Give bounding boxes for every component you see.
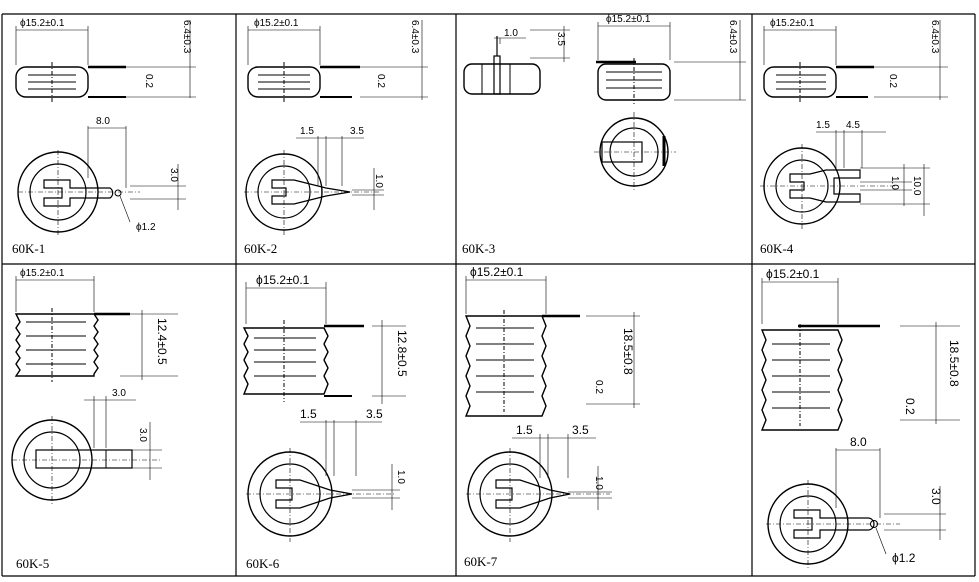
- height-label: 18.5±0.8: [947, 340, 961, 387]
- panel-60k-2: ϕ15.2±0.1 6.4±0.3 0.2 1.5 3.5 1.0 60K-2: [244, 18, 428, 256]
- diameter-label: ϕ15.2±0.1: [766, 267, 820, 281]
- grid-lines: [1, 13, 976, 577]
- cell-side-view: [242, 327, 329, 395]
- height-label: 12.8±0.5: [395, 330, 409, 377]
- diameter-label: ϕ15.2±0.1: [770, 18, 815, 29]
- height-label: 18.5±0.8: [621, 328, 635, 375]
- cell-side-view: [763, 66, 837, 98]
- offset-label: 0.2: [375, 74, 386, 88]
- model-label: 60K-6: [246, 556, 280, 571]
- diameter-label: ϕ15.2±0.1: [20, 18, 65, 29]
- lead-side-view: [463, 63, 541, 95]
- model-label: 60K-7: [464, 554, 498, 569]
- diameter-label: ϕ15.2±0.1: [254, 18, 299, 29]
- pin-width-label: 3.0: [929, 488, 943, 505]
- pin-width-label: 1.0: [395, 470, 406, 484]
- pin-width-label: 1.0: [373, 174, 384, 188]
- panel-60k-4: ϕ15.2±0.1 6.4±0.3 0.2 1.5 4.5 1.0 10.0 6…: [760, 18, 948, 256]
- pin-a-label: 1.5: [516, 423, 533, 437]
- diameter-label: ϕ15.2±0.1: [256, 273, 310, 287]
- lead-height-label: 3.5: [555, 32, 566, 46]
- diameter-label: ϕ15.2±0.1: [470, 265, 524, 279]
- cell-side-view: [760, 329, 843, 431]
- pin-span-label: 10.0: [911, 176, 922, 196]
- cell-side-view: [14, 313, 99, 377]
- hole-label: ϕ1.2: [892, 551, 916, 565]
- diameter-label: ϕ15.2±0.1: [20, 268, 65, 279]
- hole-label: ϕ1.2: [136, 222, 156, 233]
- cell-side-view: [464, 315, 547, 417]
- pin-b-label: 4.5: [846, 120, 860, 131]
- panel-8: ϕ15.2±0.1 18.5±0.8 0.2 8.0 3.0 ϕ1.2: [760, 267, 961, 570]
- diameter-label: ϕ15.2±0.1: [606, 14, 651, 25]
- panel-60k-3: 1.0 3.5 ϕ15.2±0.1 6.4±0.3 60K-3: [462, 14, 746, 256]
- model-label: 60K-5: [16, 556, 49, 571]
- height-label: 6.4±0.3: [181, 20, 192, 54]
- pin-b-label: 3.5: [350, 126, 364, 137]
- pin-a-label: 1.5: [300, 407, 317, 421]
- pin-width-label: 3.0: [168, 168, 179, 182]
- pin-a-label: 1.5: [816, 120, 830, 131]
- height-label: 6.4±0.3: [409, 20, 420, 54]
- pin-span-label: 8.0: [96, 116, 110, 127]
- model-label: 60K-4: [760, 241, 794, 256]
- offset-label: 0.2: [887, 74, 898, 88]
- pin-width-label: 1.0: [593, 476, 604, 490]
- panel-60k-5: ϕ15.2±0.1 12.4±0.5 3.0 3.0 60K-5: [11, 268, 178, 571]
- offset-label: 0.2: [143, 74, 154, 88]
- pin-b-label: 3.5: [366, 407, 383, 421]
- cell-side-view: [15, 66, 89, 98]
- model-label: 60K-3: [462, 241, 495, 256]
- model-label: 60K-1: [12, 241, 45, 256]
- offset-label: 0.2: [593, 380, 604, 394]
- pin-span-label: 8.0: [850, 435, 867, 449]
- model-label: 60K-2: [244, 241, 277, 256]
- pin-b-label: 3.5: [572, 423, 589, 437]
- offset-label: 0.2: [903, 398, 917, 415]
- height-label: 6.4±0.3: [727, 20, 738, 54]
- height-label: 12.4±0.5: [155, 318, 169, 365]
- pin-span-label: 3.0: [112, 388, 126, 399]
- pin-width-label: 1.0: [889, 176, 900, 190]
- pin-a-label: 1.5: [300, 126, 314, 137]
- panel-60k-1: ϕ15.2±0.1 6.4±0.3 0.2 8.0 3.0 ϕ1.2 60K-1: [12, 18, 196, 256]
- cell-side-view: [247, 66, 321, 98]
- panel-60k-7: ϕ15.2±0.1 18.5±0.8 0.2 1.5 3.5 1.0 60K-7: [464, 265, 640, 569]
- panel-60k-6: ϕ15.2±0.1 12.8±0.5 1.5 3.5 1.0 60K-6: [242, 273, 409, 571]
- height-label: 6.4±0.3: [929, 20, 940, 54]
- pin-width-label: 3.0: [137, 428, 148, 442]
- lead-width-label: 1.0: [504, 28, 518, 39]
